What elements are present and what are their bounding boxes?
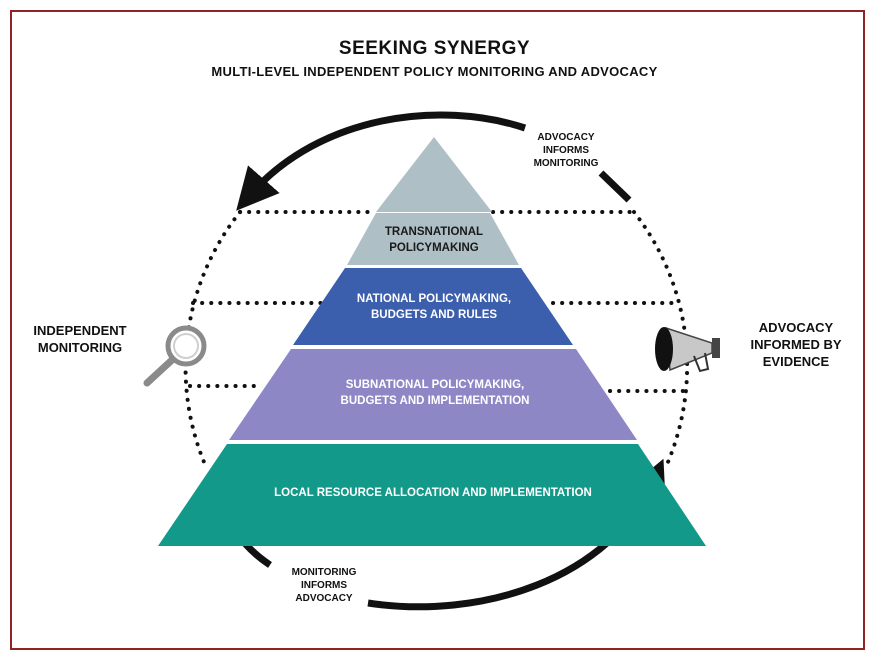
- tier-national-line1: NATIONAL POLICYMAKING,: [356, 293, 512, 305]
- cycle-top-line2: INFORMS: [542, 145, 590, 156]
- tier-transnational-label: TRANSNATIONAL POLICYMAKING: [340, 225, 528, 256]
- side-left-line2: MONITORING: [37, 339, 123, 355]
- side-right-line1: ADVOCACY: [758, 320, 834, 335]
- tier-transnational-line1: TRANSNATIONAL: [384, 226, 484, 238]
- tier-national-line2: BUDGETS AND RULES: [370, 308, 498, 321]
- advocacy-informs-monitoring-label: ADVOCACY INFORMS MONITORING: [518, 131, 614, 170]
- magnifying-glass-icon: [143, 325, 207, 387]
- tier-subnational: [229, 349, 637, 440]
- monitoring-informs-advocacy-label: MONITORING INFORMS ADVOCACY: [274, 566, 374, 605]
- tier-subnational-line2: BUDGETS AND IMPLEMENTATION: [340, 394, 530, 407]
- tier-local: [158, 444, 706, 546]
- side-left-line1: INDEPENDENT: [33, 323, 127, 338]
- independent-monitoring-label: INDEPENDENT MONITORING: [24, 323, 136, 357]
- arrow-top-tail: [598, 170, 632, 203]
- side-right-line3: EVIDENCE: [762, 353, 830, 369]
- cycle-top-line1: ADVOCACY: [537, 132, 595, 143]
- arrow-top: [236, 111, 527, 211]
- tier-local-label: LOCAL RESOURCE ALLOCATION AND IMPLEMENTA…: [200, 486, 666, 502]
- megaphone-icon: [655, 326, 720, 373]
- dotted-arc-left: [183, 210, 242, 464]
- tier-transnational: [376, 137, 492, 212]
- tier-national: [293, 268, 573, 345]
- tier-subnational-label: SUBNATIONAL POLICYMAKING, BUDGETS AND IM…: [270, 378, 600, 409]
- advocacy-informed-label: ADVOCACY INFORMED BY EVIDENCE: [740, 320, 852, 371]
- side-right-line2: INFORMED BY: [750, 336, 842, 352]
- dotted-cycle: [183, 210, 690, 464]
- diagram-title: SEEKING SYNERGY: [338, 38, 531, 59]
- tier-local-line1: LOCAL RESOURCE ALLOCATION AND IMPLEMENTA…: [274, 487, 592, 499]
- cycle-bottom-line3: ADVOCACY: [295, 593, 353, 604]
- tier-national-label: NATIONAL POLICYMAKING, BUDGETS AND RULES: [300, 292, 568, 323]
- tier-subnational-line1: SUBNATIONAL POLICYMAKING,: [345, 379, 525, 391]
- diagram-subtitle: MULTI-LEVEL INDEPENDENT POLICY MONITORIN…: [211, 64, 658, 79]
- tier-transnational-line2: POLICYMAKING: [389, 241, 479, 254]
- dotted-arc-right: [632, 210, 690, 464]
- cycle-bottom-line1: MONITORING: [291, 567, 357, 578]
- tier-transnational-lower: [347, 213, 519, 265]
- cycle-bottom-line2: INFORMS: [300, 580, 348, 591]
- cycle-top-line3: MONITORING: [533, 158, 599, 169]
